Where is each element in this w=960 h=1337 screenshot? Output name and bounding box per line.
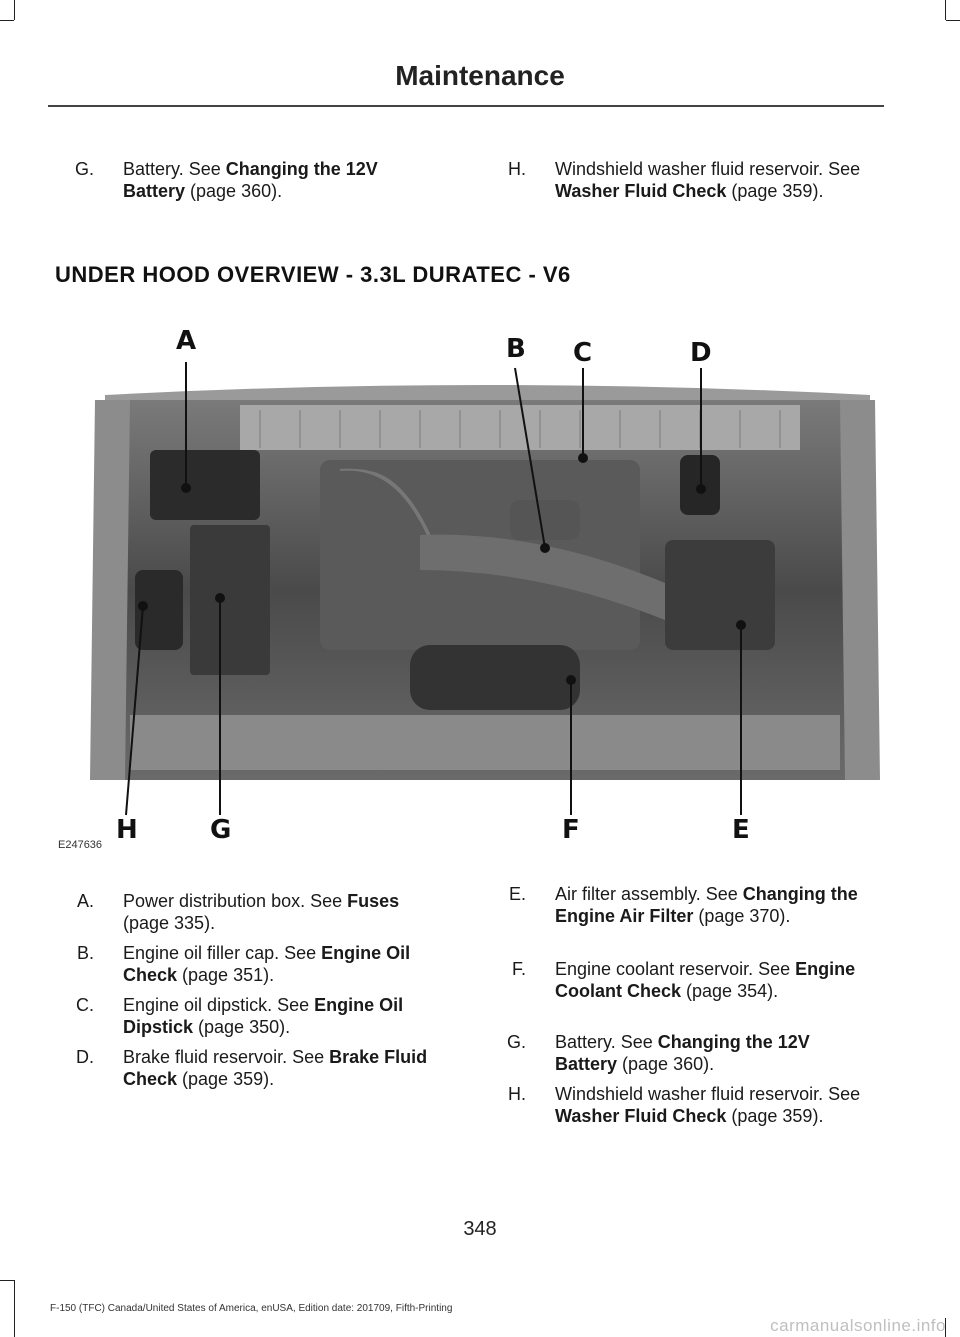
item-text: Engine oil dipstick. See Engine Oil Dips… [123, 995, 404, 1037]
item-letter: G. [506, 1032, 526, 1052]
item-text: Battery. See Changing the 12V Battery (p… [555, 1032, 810, 1074]
item-letter: G. [74, 159, 94, 179]
crop-mark [14, 1280, 15, 1337]
crop-mark [946, 20, 960, 21]
cowl-grille [240, 405, 800, 450]
air-filter-box [665, 540, 775, 650]
item-letter: F. [511, 959, 526, 979]
cross-reference-link[interactable]: Washer Fluid Check [555, 181, 727, 201]
item-text: Battery. See Changing the 12V Battery (p… [123, 159, 378, 201]
leader-lines [125, 362, 746, 816]
page-title: Maintenance [395, 60, 565, 91]
oil-filler-area [510, 500, 580, 540]
cross-reference-link[interactable]: Engine Oil Dipstick [123, 995, 404, 1037]
callout-h: H [116, 815, 138, 845]
callout-b: B [506, 334, 526, 364]
crop-mark [0, 20, 14, 21]
item-letter: B. [76, 943, 94, 963]
engine-bay-figure: A B C D H G F E E247636 [58, 320, 880, 855]
engine-bay-illustration [90, 362, 880, 816]
cross-reference-link[interactable]: Engine Oil Check [123, 943, 411, 985]
item-letter: D. [76, 1047, 94, 1067]
intake-tube [420, 534, 670, 620]
item-text: Engine oil filler cap. See Engine Oil Ch… [123, 943, 411, 985]
callout-f: F [562, 815, 580, 845]
item-text: Windshield washer fluid reservoir. See W… [555, 159, 861, 201]
crop-mark [0, 1280, 14, 1281]
cross-reference-link[interactable]: Changing the Engine Air Filter [555, 884, 858, 926]
power-distribution-box [150, 450, 260, 520]
radiator-support [130, 715, 840, 770]
callout-d: D [690, 338, 712, 368]
left-fender [90, 400, 130, 780]
right-fender [840, 400, 880, 780]
section-heading: UNDER HOOD OVERVIEW - 3.3L DURATEC - V6 [55, 262, 571, 287]
cross-reference-link[interactable]: Fuses [347, 891, 400, 911]
cross-reference-link[interactable]: Washer Fluid Check [555, 1106, 727, 1126]
callout-c: C [573, 338, 593, 368]
crop-mark [14, 0, 15, 20]
item-text: Engine coolant reservoir. See Engine Coo… [555, 959, 856, 1001]
item-letter: H. [508, 159, 526, 179]
cross-reference-link[interactable]: Engine Coolant Check [555, 959, 856, 1001]
callout-e: E [732, 815, 750, 845]
item-text: Power distribution box. See Fuses (page … [123, 891, 400, 933]
crop-mark [945, 0, 946, 20]
item-letter: H. [508, 1084, 526, 1104]
item-text: Air filter assembly. See Changing the En… [555, 884, 858, 926]
coolant-reservoir [410, 645, 580, 710]
cross-reference-link[interactable]: Brake Fluid Check [123, 1047, 428, 1089]
callout-g: G [210, 815, 232, 845]
page-number: 348 [463, 1218, 497, 1240]
footer-edition: F-150 (TFC) Canada/United States of Amer… [50, 1303, 453, 1314]
washer-reservoir [135, 570, 183, 650]
battery [190, 525, 270, 675]
crop-mark [945, 1318, 946, 1337]
item-letter: C. [76, 995, 94, 1015]
item-letter: A. [76, 891, 94, 911]
watermark: carmanualsonline.info [770, 1316, 946, 1335]
figure-id: E247636 [58, 839, 103, 851]
header-divider [48, 105, 884, 107]
item-text: Brake fluid reservoir. See Brake Fluid C… [123, 1047, 428, 1089]
item-letter: E. [508, 884, 526, 904]
cross-reference-link[interactable]: Changing the 12V Battery [555, 1032, 810, 1074]
cross-reference-link[interactable]: Changing the 12V Battery [123, 159, 378, 201]
callout-a: A [176, 326, 197, 356]
item-text: Windshield washer fluid reservoir. See W… [555, 1084, 861, 1126]
